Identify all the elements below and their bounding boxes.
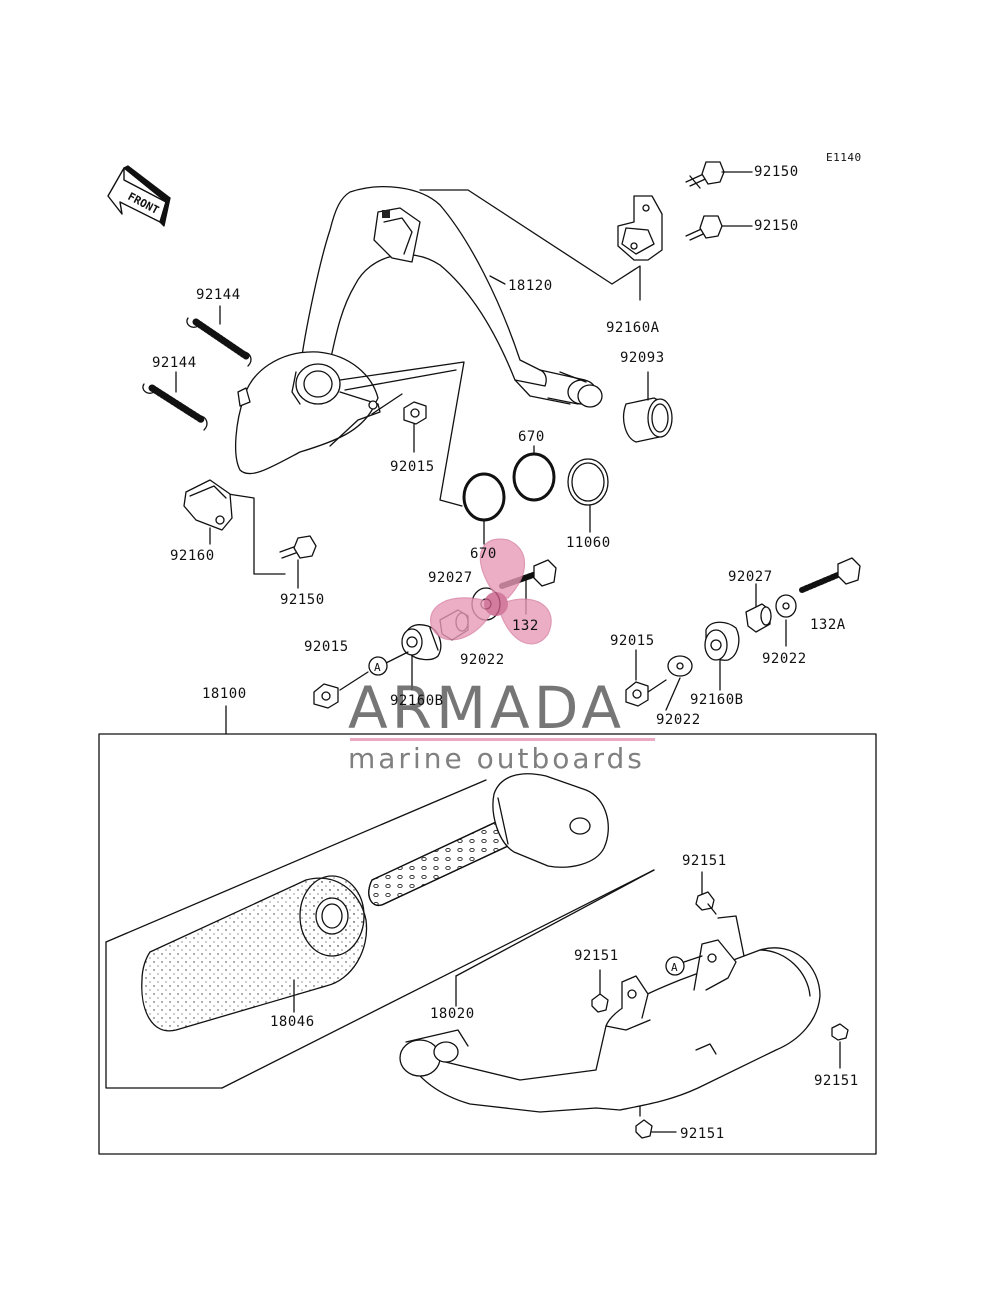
muffler-assembly-box xyxy=(98,733,877,1155)
part-label: 92151 xyxy=(680,1126,725,1142)
part-label: 18020 xyxy=(430,1006,475,1022)
part-label: 92027 xyxy=(428,570,473,586)
plate-92160 xyxy=(183,479,233,545)
bolt-92150-top xyxy=(685,161,725,189)
part-label: 132A xyxy=(810,617,846,633)
part-label: 18046 xyxy=(270,1014,315,1030)
callout-a-right-label: A xyxy=(671,961,679,974)
armada-logo-icon xyxy=(430,538,552,645)
part-label: 92015 xyxy=(390,459,435,475)
bolt-92151-bottom xyxy=(635,1105,677,1139)
bolt-92151-top xyxy=(695,871,745,957)
part-label: 92160 xyxy=(170,548,215,564)
exhaust-chamber-pipe xyxy=(235,186,603,475)
part-label: 92144 xyxy=(196,287,241,303)
watermark-divider xyxy=(350,738,655,741)
silencer-packing-18046 xyxy=(141,875,368,1032)
part-label: 92160B xyxy=(390,693,444,709)
watermark-title: ARMADA xyxy=(348,674,626,742)
part-label: 92022 xyxy=(460,652,505,668)
part-label: 92015 xyxy=(610,633,655,649)
part-label: 92151 xyxy=(574,948,619,964)
muffler-body-18020 xyxy=(399,869,821,1113)
watermark-subtitle: marine outboards xyxy=(348,742,645,775)
part-label: 132 xyxy=(512,618,539,634)
mount-group-right xyxy=(625,557,861,711)
part-label: 92160A xyxy=(606,320,660,336)
part-label: 670 xyxy=(470,546,497,562)
muffler-end-cap xyxy=(492,773,609,868)
part-label: 92150 xyxy=(754,164,799,180)
bolt-92151-left xyxy=(591,969,609,1013)
part-label: 92022 xyxy=(762,651,807,667)
callout-a-right xyxy=(665,956,685,976)
part-label: 92150 xyxy=(754,218,799,234)
part-label: 92151 xyxy=(682,853,727,869)
part-label: 11060 xyxy=(566,535,611,551)
part-label: 92093 xyxy=(620,350,665,366)
callout-a-left xyxy=(368,656,388,676)
bolt-92150-low xyxy=(279,535,317,589)
nut-92015-upper xyxy=(403,401,427,453)
spring-92144-upper xyxy=(186,305,252,367)
callout-a-left-label: A xyxy=(374,661,382,674)
o-ring-670-right xyxy=(512,452,556,502)
bracket-92160A xyxy=(617,195,663,261)
bolt-92150-mid xyxy=(685,215,723,241)
front-arrow-icon: FRONT xyxy=(107,165,171,227)
part-label: 92144 xyxy=(152,355,197,371)
part-label: 670 xyxy=(518,429,545,445)
part-label: 92160B xyxy=(690,692,744,708)
part-label: 92150 xyxy=(280,592,325,608)
part-label: 18120 xyxy=(508,278,553,294)
gasket-11060 xyxy=(567,458,609,533)
spring-92144-lower xyxy=(142,371,208,431)
perforated-inner-pipe xyxy=(368,821,510,906)
part-label: 92015 xyxy=(304,639,349,655)
part-label: 18100 xyxy=(202,686,247,702)
o-ring-670-left xyxy=(462,472,506,522)
part-label: 92022 xyxy=(656,712,701,728)
gasket-92093 xyxy=(622,371,673,443)
part-label: 92027 xyxy=(728,569,773,585)
bolt-92151-right xyxy=(831,1023,849,1069)
part-label: 92151 xyxy=(814,1073,859,1089)
diagram-code: E1140 xyxy=(826,151,862,164)
